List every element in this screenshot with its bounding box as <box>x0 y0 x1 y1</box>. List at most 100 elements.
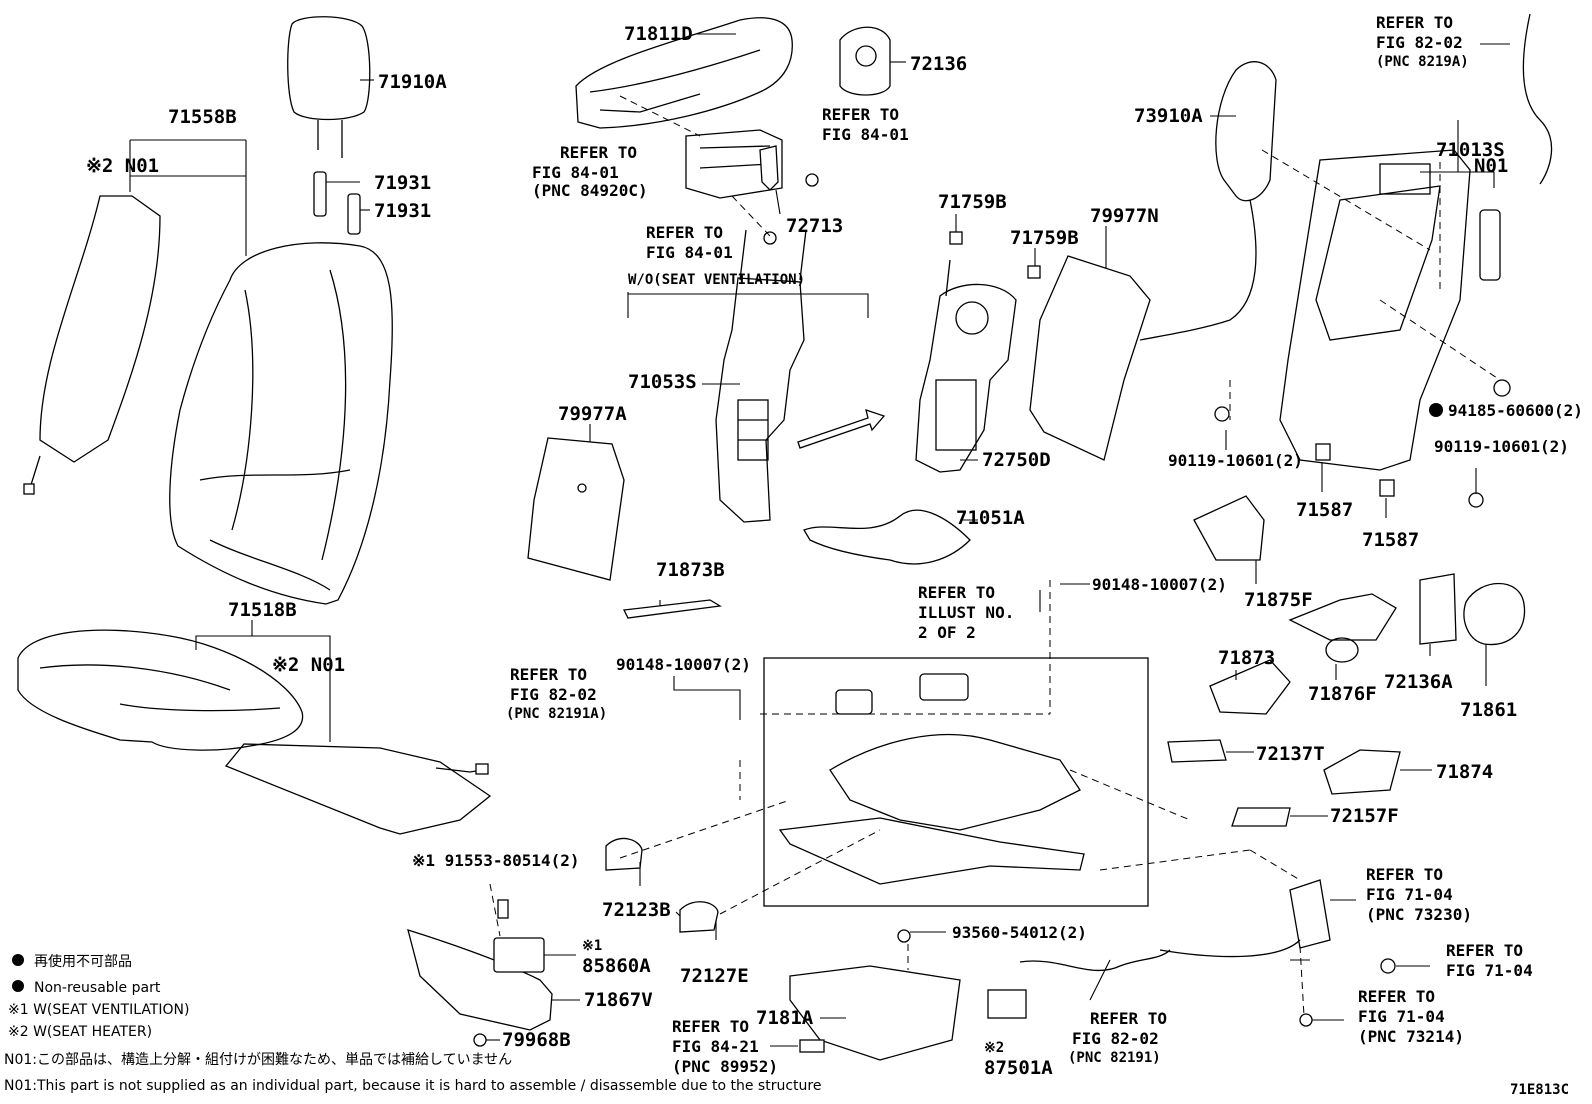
refer-8202-bot: REFER TO FIG 82-02 (PNC 82191) <box>1068 1009 1167 1066</box>
cushion-cover-71518B <box>17 629 304 751</box>
refer-7104-a: REFER TO FIG 71-04 (PNC 73230) <box>1366 865 1472 924</box>
harness-8219A <box>1522 13 1553 185</box>
label-71518B: 71518B <box>228 599 297 621</box>
label-85860A-mark: ※1 <box>582 938 602 954</box>
label-71587-b: 71587 <box>1362 529 1419 551</box>
seat-track-assembly <box>763 657 1149 907</box>
label-90148-10007-b: 90148-10007(2) <box>616 655 751 674</box>
label-71931-b: 71931 <box>374 200 431 222</box>
pad-79977A <box>527 437 625 581</box>
refer-line: REFER TO <box>1366 865 1443 884</box>
refer-8202-top: REFER TO FIG 82-02 (PNC 8219A) <box>1376 13 1469 70</box>
adjuster-module <box>685 129 783 199</box>
cushion-heater-pad <box>224 743 492 835</box>
legend-en-nonreusable: Non-reusable part <box>34 980 161 996</box>
refer-line: REFER TO <box>1358 987 1435 1006</box>
refer-8401-a: REFER TO FIG 84-01 (PNC 84920C) <box>532 143 648 200</box>
arrow-icon <box>797 409 886 449</box>
harness-71051A <box>803 509 971 565</box>
label-71873: 71873 <box>1218 647 1275 669</box>
label-79977A: 79977A <box>558 403 627 425</box>
recliner-motor <box>1479 209 1501 281</box>
refer-line: REFER TO <box>672 1017 749 1036</box>
label-79977N: 79977N <box>1090 205 1159 227</box>
refer-line: FIG 82-02 <box>510 685 597 704</box>
refer-illust: REFER TO ILLUST NO. 2 OF 2 <box>918 583 1014 642</box>
refer-line: FIG 71-04 <box>1446 961 1533 980</box>
refer-line: REFER TO <box>560 143 637 162</box>
heater-module-87501A <box>987 949 1171 1019</box>
figure-code: 71E813C <box>1510 1082 1569 1098</box>
label-71867V: 71867V <box>584 989 653 1011</box>
label-94185-60600: 94185-60600(2) <box>1448 401 1583 420</box>
bracket-72713 <box>759 145 819 245</box>
recliner-parts <box>1167 495 1526 827</box>
seatback-heater-pad <box>23 195 161 495</box>
refer-8401-b: REFER TO FIG 84-01 <box>822 105 909 144</box>
seat-frame-71811D <box>575 17 793 129</box>
label-71558B: 71558B <box>168 106 237 128</box>
refer-line: REFER TO <box>646 223 723 242</box>
seatback-cover-71558B <box>169 242 393 605</box>
refer-line: (PNC 73230) <box>1366 905 1472 924</box>
covers-72123B-72127E <box>605 837 719 933</box>
refer-line: FIG 82-02 <box>1072 1029 1159 1048</box>
refer-line: (PNC 73214) <box>1358 1027 1464 1046</box>
label-72127E: 72127E <box>680 965 749 987</box>
label-85860A: 85860A <box>582 955 651 977</box>
refer-8401-c: REFER TO FIG 84-01 <box>646 223 733 262</box>
refer-line: (PNC 8219A) <box>1376 54 1469 70</box>
label-71759B-b: 71759B <box>1010 227 1079 249</box>
legend-note1: ※1 W(SEAT VENTILATION) <box>8 1002 189 1018</box>
label-72123B: 72123B <box>602 899 671 921</box>
part-labels: 71558B 71910A 71931 71931 ※2 N01 71518B … <box>86 23 1583 1098</box>
label-71053S: 71053S <box>628 371 697 393</box>
rod-71873B <box>623 599 722 619</box>
non-reusable-mark-icon <box>12 980 24 992</box>
label-90148-10007-a: 90148-10007(2) <box>1092 575 1227 594</box>
without-ventilation-note: W/O(SEAT VENTILATION) <box>628 272 805 288</box>
label-73910A: 73910A <box>1134 105 1203 127</box>
seatback-frame-71013S <box>1279 149 1471 471</box>
label-71759B-a: 71759B <box>938 191 1007 213</box>
refer-line: (PNC 82191A) <box>506 706 607 722</box>
label-71876F: 71876F <box>1308 683 1377 705</box>
refer-8421: REFER TO FIG 84-21 (PNC 89952) <box>672 1017 778 1076</box>
refer-line: FIG 84-01 <box>646 243 733 262</box>
label-71873B: 71873B <box>656 559 725 581</box>
refer-line: REFER TO <box>510 665 587 684</box>
legend-n01-jp: N01:この部品は、構造上分解・組付けが困難なため、単品では補給していません <box>4 1052 512 1068</box>
seatbelt-buckle <box>1159 879 1396 1027</box>
refer-line: FIG 84-01 <box>532 163 619 182</box>
refer-line: FIG 71-04 <box>1358 1007 1445 1026</box>
refer-line: (PNC 89952) <box>672 1057 778 1076</box>
label-90119-10601-a: 90119-10601(2) <box>1168 451 1303 470</box>
refer-line: FIG 71-04 <box>1366 885 1453 904</box>
label-7181A: 7181A <box>756 1007 814 1029</box>
leader-lines <box>129 33 1510 1047</box>
refer-line: REFER TO <box>1446 941 1523 960</box>
label-72136A: 72136A <box>1384 671 1453 693</box>
side-trim-71867V <box>407 899 553 1047</box>
label-71931-a: 71931 <box>374 172 431 194</box>
refer-8202-mid: REFER TO FIG 82-02 (PNC 82191A) <box>506 665 607 722</box>
label-72157F: 72157F <box>1330 805 1399 827</box>
non-reusable-mark-icon <box>1429 403 1443 417</box>
legend-n01-en: N01:This part is not supplied as an indi… <box>4 1078 821 1094</box>
label-71910A: 71910A <box>378 71 447 93</box>
ventilation-module-72750D <box>915 259 1017 473</box>
label-93560-54012: 93560-54012(2) <box>952 923 1087 942</box>
headrest-71910A <box>287 16 371 158</box>
legend: 再使用不可部品 Non-reusable part ※1 W(SEAT VENT… <box>4 953 821 1094</box>
refer-line: 2 OF 2 <box>918 623 976 642</box>
label-71013S: 71013S <box>1436 139 1505 161</box>
pad-79977N <box>1029 255 1151 461</box>
label-90119-10601-b: 90119-10601(2) <box>1434 437 1569 456</box>
dashed-guides <box>489 95 1501 1017</box>
label-71051A: 71051A <box>956 507 1025 529</box>
label-72137T: 72137T <box>1256 743 1325 765</box>
legend-note2: ※2 W(SEAT HEATER) <box>8 1024 152 1040</box>
legend-jp-nonreusable: 再使用不可部品 <box>34 953 132 970</box>
label-71587-a: 71587 <box>1296 499 1353 521</box>
label-79968B: 79968B <box>502 1029 571 1051</box>
